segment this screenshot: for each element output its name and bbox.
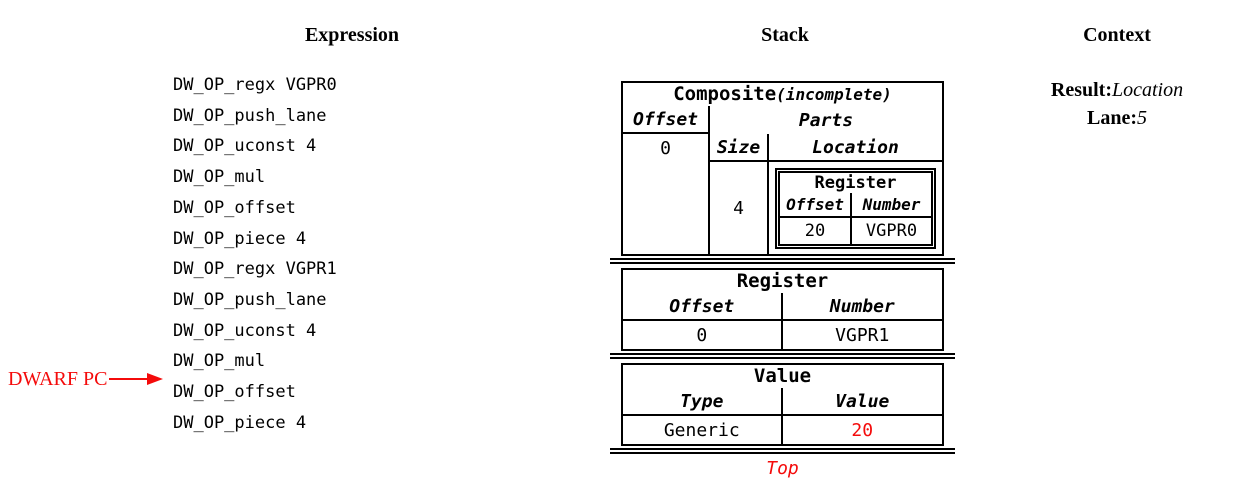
composite-parts-body: Size 4 Location Register Offset Number [710,134,942,254]
value-title: Value [753,365,812,387]
register-number-value: VGPR1 [835,324,890,346]
nested-register-offset-value: 20 [780,217,852,244]
nested-register-number-header: Number [852,193,931,218]
stack-separator [610,353,955,359]
opcode-row: DW_OP_offset [173,197,296,218]
expression-opcode-list: DW_OP_regx VGPR0 DW_OP_push_lane DW_OP_u… [173,70,337,438]
value-type-value: Generic [623,416,783,444]
register-body: Offset Number 0 VGPR1 [623,293,942,349]
opcode-row: DW_OP_piece 4 [173,412,307,433]
expression-column-title: Expression [304,24,400,46]
composite-parts-header: Parts [798,109,854,131]
stack-column-title: Stack [761,24,809,46]
result-label: Result: [1050,79,1112,101]
value-type-header: Type [623,388,783,416]
nested-register-offset-header: Offset [780,192,852,218]
result-value: Location [1111,79,1184,101]
opcode-row: DW_OP_uconst 4 [173,320,317,341]
register-value-row: 0 VGPR1 [623,321,942,349]
nested-register-title: Register [814,172,897,193]
composite-location-header: Location [769,134,942,162]
value-value-header: Value [782,388,942,416]
stack-entry-composite: Composite(incomplete) Offset 0 Parts Siz… [621,81,944,256]
stack-entry-register: Register Offset Number 0 VGPR1 [621,268,944,351]
composite-location-column: Location Register Offset Number 20 [769,134,942,254]
nested-register-table: Register Offset Number 20 VGPR0 [775,167,936,249]
register-offset-header: Offset [623,293,783,321]
composite-size-value: 4 [733,197,744,219]
opcode-row: DW_OP_regx VGPR1 [173,259,337,280]
context-column-title: Context [1083,24,1151,46]
context-result-line: Result:Location [1051,76,1183,104]
composite-body: Offset 0 Parts Size 4 Location Re [623,106,942,254]
nested-register-number-value: VGPR0 [865,220,918,241]
dwarf-pc-marker: DWARF PC [8,367,164,391]
composite-title-text: Composite [673,83,777,105]
dwarf-pc-label: DWARF PC [8,367,108,390]
stack-separator [610,258,955,264]
register-title: Register [736,270,829,292]
value-body: Type Value Generic 20 [623,388,942,444]
value-header-row: Type Value [623,388,942,416]
opcode-row: DW_OP_mul [173,167,266,188]
register-header-row: Offset Number [623,293,942,321]
opcode-row: DW_OP_mul [173,351,266,372]
opcode-row: DW_OP_piece 4 [173,228,307,249]
composite-incomplete-suffix: (incomplete) [776,85,892,104]
context-panel: Result:Location Lane:5 [1051,76,1183,132]
context-lane-line: Lane:5 [1051,104,1183,132]
lane-value: 5 [1136,107,1147,129]
value-value-row: Generic 20 [623,416,942,444]
composite-offset-header: Offset [623,106,708,134]
composite-location-body: Register Offset Number 20 VGPR0 [769,162,942,254]
lane-label: Lane: [1086,107,1137,129]
composite-title: Composite(incomplete) [623,83,942,106]
composite-size-header: Size [710,134,767,162]
opcode-row: DW_OP_push_lane [173,105,327,126]
stack-entry-value: Value Type Value Generic 20 [621,363,944,446]
register-number-header: Number [782,293,942,321]
opcode-row: DW_OP_uconst 4 [173,136,317,157]
stack-top-label: Top [766,458,799,479]
value-value-value: 20 [851,419,874,441]
stack-separator [610,448,955,454]
opcode-row: DW_OP_push_lane [173,289,327,310]
opcode-row: DW_OP_offset [173,382,296,403]
opcode-row: DW_OP_regx VGPR0 [173,75,337,95]
right-arrow-icon [109,373,164,385]
stack-diagram: Composite(incomplete) Offset 0 Parts Siz… [610,81,955,479]
nested-register-value-row: 20 VGPR0 [780,217,931,244]
composite-size-column: Size 4 [710,134,769,254]
composite-parts-column: Parts Size 4 Location Register [708,106,942,254]
register-offset-value: 0 [623,321,783,349]
composite-offset-column: Offset 0 [623,106,708,254]
nested-register-header-row: Offset Number [780,192,931,218]
composite-offset-value: 0 [660,137,671,159]
